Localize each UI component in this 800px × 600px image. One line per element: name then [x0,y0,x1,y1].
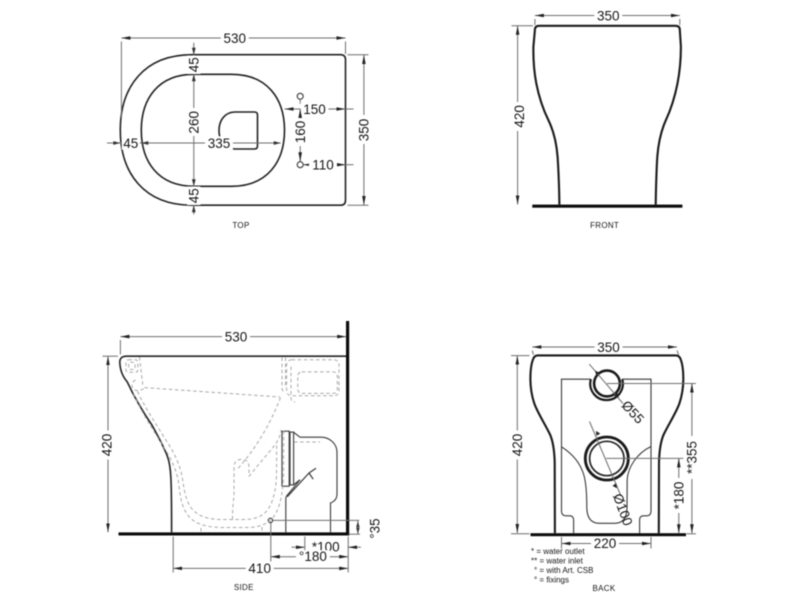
svg-text:110: 110 [312,158,334,173]
svg-text:°180: °180 [299,549,327,564]
svg-text:45: 45 [187,188,202,203]
svg-text:420: 420 [512,105,527,128]
svg-text:BACK: BACK [593,584,616,593]
svg-text:FRONT: FRONT [590,221,619,230]
svg-text:410: 410 [248,561,271,576]
svg-text:TOP: TOP [232,221,249,230]
svg-text:335: 335 [208,136,231,151]
svg-text:220: 220 [594,536,617,551]
svg-text:*180: *180 [672,482,687,510]
svg-text:160: 160 [293,121,308,144]
svg-text:** = water inlet: ** = water inlet [531,557,584,566]
svg-text:° = with Art. CSB: ° = with Art. CSB [534,566,593,575]
svg-text:* = water outlet: * = water outlet [531,547,585,556]
svg-text:°35: °35 [368,518,383,538]
svg-text:420: 420 [100,434,115,457]
svg-text:45: 45 [123,136,138,151]
svg-text:530: 530 [224,31,247,46]
svg-text:260: 260 [187,111,202,134]
svg-text:350: 350 [357,119,372,142]
svg-text:SIDE: SIDE [234,583,254,592]
svg-text:350: 350 [597,8,620,23]
svg-text:420: 420 [510,434,525,457]
svg-text:° = fixings: ° = fixings [534,576,569,585]
svg-text:150: 150 [303,102,326,117]
svg-text:350: 350 [597,340,620,355]
svg-text:45: 45 [187,57,202,72]
svg-text:**355: **355 [685,441,700,474]
svg-text:530: 530 [225,329,248,344]
